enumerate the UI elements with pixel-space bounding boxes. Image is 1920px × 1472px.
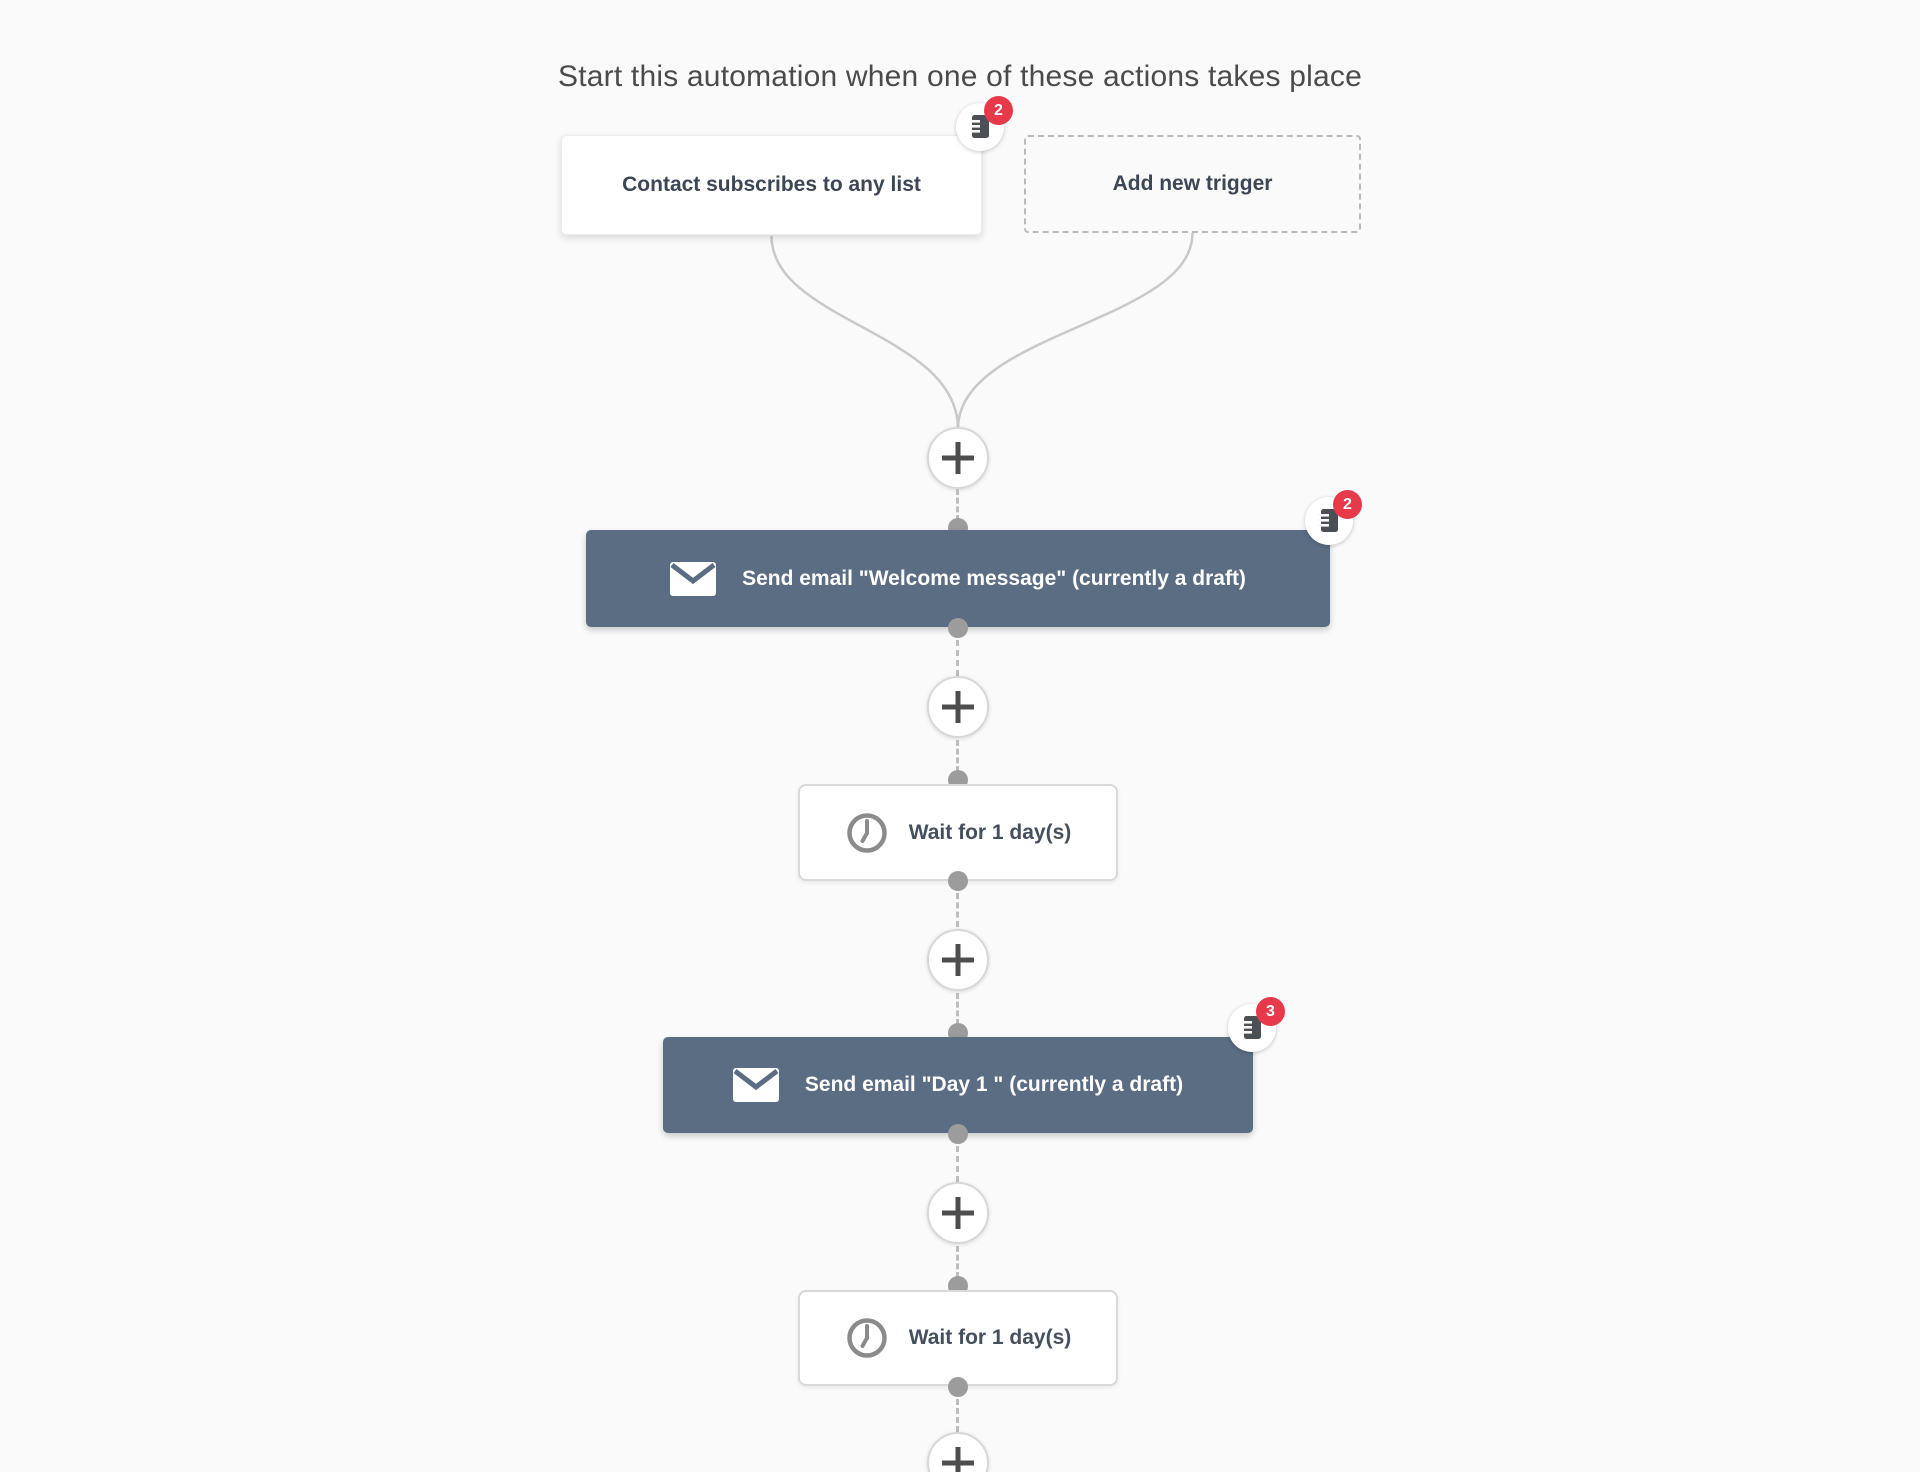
add-new-trigger-button[interactable]: Add new trigger — [1024, 135, 1361, 233]
add-action-button[interactable] — [927, 427, 989, 489]
action-node-send-email-welcome[interactable]: Send email "Welcome message" (currently … — [586, 490, 1362, 627]
connector-dash — [956, 1399, 959, 1432]
action-node-wait[interactable]: Wait for 1 day(s) — [798, 784, 1118, 881]
envelope-icon — [670, 561, 717, 596]
trigger-node-contact-subscribes[interactable]: Contact subscribes to any list 2 — [561, 96, 1013, 235]
action-node-label: Send email "Day 1 " (currently a draft) — [804, 1073, 1184, 1096]
notes-count-badge: 3 — [1256, 997, 1285, 1026]
connector-dot — [948, 1124, 968, 1144]
notes-count-badge: 2 — [984, 96, 1013, 125]
connector-dash — [956, 1146, 959, 1182]
connector-dash — [956, 893, 959, 927]
connector-dash — [956, 1246, 959, 1278]
connector-dash — [956, 993, 959, 1025]
action-node-send-email-day1[interactable]: Send email "Day 1 " (currently a draft) … — [663, 997, 1285, 1133]
connector-dot — [948, 1377, 968, 1397]
page-title: Start this automation when one of these … — [558, 60, 1362, 93]
connector-dash — [956, 489, 959, 521]
connector-dot — [948, 618, 968, 638]
add-action-button[interactable] — [927, 929, 989, 991]
connector-dot — [948, 871, 968, 891]
add-action-button[interactable] — [927, 676, 989, 738]
connector-dash — [956, 640, 959, 676]
action-node-wait[interactable]: Wait for 1 day(s) — [798, 1290, 1118, 1386]
notes-count-badge: 2 — [1333, 490, 1362, 519]
notes-badge[interactable]: 2 — [956, 96, 1013, 151]
clock-icon — [845, 1316, 889, 1360]
action-node-label: Wait for 1 day(s) — [908, 820, 1072, 844]
trigger-label: Add new trigger — [1112, 172, 1273, 195]
notes-badge[interactable]: 2 — [1305, 490, 1362, 545]
action-node-label: Wait for 1 day(s) — [908, 1326, 1072, 1349]
clock-icon — [845, 811, 889, 855]
envelope-icon — [732, 1068, 779, 1102]
notes-badge[interactable]: 3 — [1228, 997, 1285, 1052]
note-icon — [968, 113, 992, 141]
connector-dash — [956, 740, 959, 772]
add-action-button[interactable] — [927, 1182, 989, 1244]
note-icon — [1240, 1014, 1264, 1042]
add-action-button[interactable] — [927, 1432, 989, 1472]
note-icon — [1317, 507, 1341, 535]
action-node-label: Send email "Welcome message" (currently … — [742, 566, 1246, 590]
trigger-label: Contact subscribes to any list — [622, 173, 921, 196]
